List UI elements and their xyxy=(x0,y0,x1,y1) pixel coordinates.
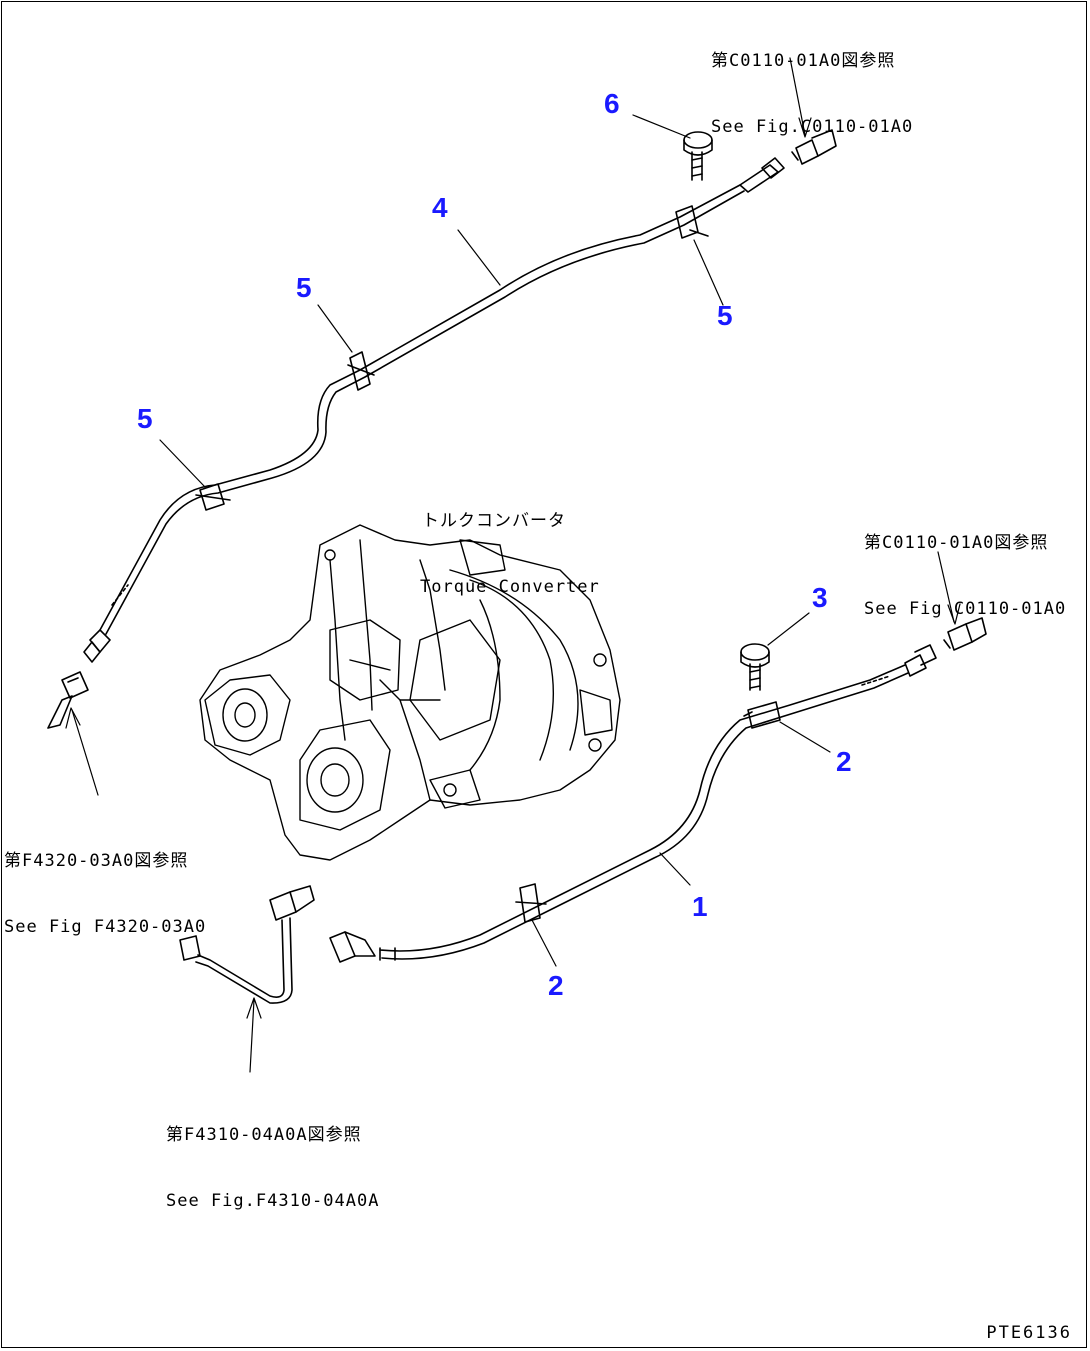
reference-left: 第F4320-03A0図参照 See Fig F4320-03A0 xyxy=(4,806,206,960)
reference-mid-right-jp: 第C0110-01A0図参照 xyxy=(864,533,1049,553)
bolt-6 xyxy=(683,131,713,181)
reference-top-right-en: See Fig.C0110-01A0 xyxy=(711,117,914,137)
arrow-mid-right xyxy=(937,551,955,623)
sensor-mid-right xyxy=(943,617,987,651)
reference-left-jp: 第F4320-03A0図参照 xyxy=(4,851,189,871)
reference-mid-right: 第C0110-01A0図参照 See Fig C0110-01A0 xyxy=(864,488,1066,642)
callout-1: 1 xyxy=(692,891,708,922)
leader-lines xyxy=(65,57,961,1073)
leader-4 xyxy=(457,229,501,286)
leader-5-c xyxy=(693,239,724,306)
reference-bottom: 第F4310-04A0A図参照 See Fig.F4310-04A0A xyxy=(166,1080,379,1234)
sensor-top-right xyxy=(791,129,837,165)
arrow-bottom xyxy=(249,999,255,1073)
reference-top-right: 第C0110-01A0図参照 See Fig.C0110-01A0 xyxy=(711,6,913,160)
reference-top-right-jp: 第C0110-01A0図参照 xyxy=(711,51,896,71)
callout-3: 3 xyxy=(812,582,828,613)
reference-bottom-en: See Fig.F4310-04A0A xyxy=(166,1191,380,1211)
drawing-id: PTE6136 xyxy=(986,1323,1072,1343)
callout-5-left: 5 xyxy=(137,403,153,434)
leader-1 xyxy=(659,852,691,886)
clamp-2-b xyxy=(743,701,781,729)
reference-bottom-jp: 第F4310-04A0A図参照 xyxy=(166,1125,362,1145)
callout-2-right: 2 xyxy=(836,746,852,777)
clamp-5-a xyxy=(195,483,231,511)
callout-5-right: 5 xyxy=(717,300,733,331)
callout-4: 4 xyxy=(432,192,448,223)
torque-converter-label-jp: トルクコンバータ xyxy=(422,511,566,531)
leader-5-b xyxy=(317,304,353,353)
callout-5-upper: 5 xyxy=(296,272,312,303)
leader-3 xyxy=(767,612,810,646)
clamp-5-c xyxy=(675,205,709,239)
torque-converter-label-en: Torque Converter xyxy=(420,577,600,597)
leader-2-a xyxy=(531,919,557,967)
callout-2-lower: 2 xyxy=(548,970,564,1001)
harness-1 xyxy=(329,644,937,963)
harness-bottom xyxy=(179,885,315,1004)
leader-2-b xyxy=(779,721,831,753)
torque-converter xyxy=(199,524,621,861)
sensor-left xyxy=(47,671,89,729)
torque-converter-label: トルクコンバータ Torque Converter xyxy=(420,466,600,620)
leader-5-a xyxy=(159,439,206,488)
clamp-5-b xyxy=(347,351,375,391)
clamp-2-a xyxy=(515,883,547,923)
callout-6: 6 xyxy=(604,88,620,119)
arrow-left xyxy=(71,709,99,796)
reference-mid-right-en: See Fig C0110-01A0 xyxy=(864,599,1067,619)
bolt-3 xyxy=(740,643,770,691)
arrow-top-right xyxy=(789,57,806,136)
reference-left-en: See Fig F4320-03A0 xyxy=(4,917,207,937)
leader-6 xyxy=(632,114,691,139)
